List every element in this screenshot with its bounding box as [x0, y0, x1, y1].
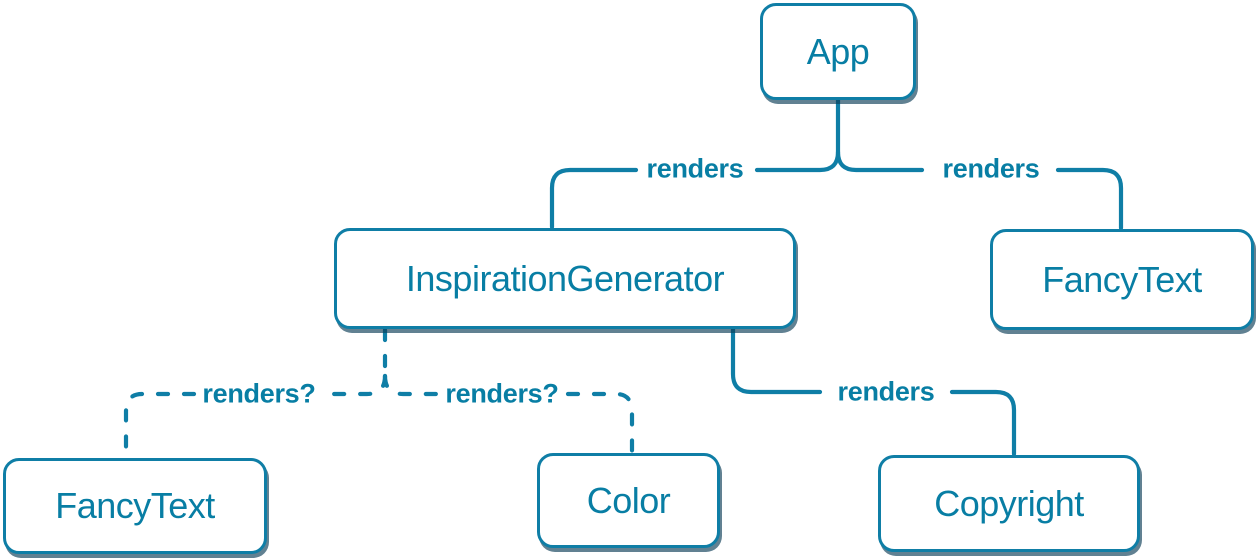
- edge-label-inspirationgenerator-renders-copyright: renders: [837, 376, 935, 407]
- node-inspiration-generator: InspirationGenerator: [334, 228, 796, 329]
- node-copyright: Copyright: [878, 455, 1140, 552]
- edge-app-to-inspirationgenerator-segment-1: [754, 97, 841, 173]
- node-fancy-text-top: FancyText: [990, 229, 1254, 330]
- node-app: App: [760, 3, 916, 100]
- edge-inspirationgenerator-to-color-segment-2: [565, 391, 635, 455]
- edge-label-app-renders-fancytext: renders: [942, 153, 1040, 184]
- node-color: Color: [537, 453, 720, 548]
- edge-label-app-renders-inspirationgenerator: renders: [646, 153, 744, 184]
- node-fancy-text-bottom: FancyText: [3, 458, 267, 554]
- edge-app-to-fancytext-segment-2: [1055, 167, 1124, 231]
- edge-app-to-fancytext-segment-1: [835, 149, 925, 173]
- edge-inspirationgenerator-to-copyright-segment-1: [730, 326, 823, 395]
- edge-inspirationgenerator-to-fancytext-segment-1: [323, 373, 388, 397]
- edge-label-inspirationgenerator-renders-fancytext: renders?: [202, 378, 316, 409]
- edge-app-to-inspirationgenerator-segment-2: [549, 167, 639, 230]
- edge-inspirationgenerator-to-copyright-segment-2: [949, 389, 1017, 457]
- edge-label-inspirationgenerator-renders-color: renders?: [445, 378, 559, 409]
- edge-inspirationgenerator-to-color-segment-1: [382, 373, 440, 397]
- edge-inspirationgenerator-to-fancytext-segment-2: [123, 391, 197, 460]
